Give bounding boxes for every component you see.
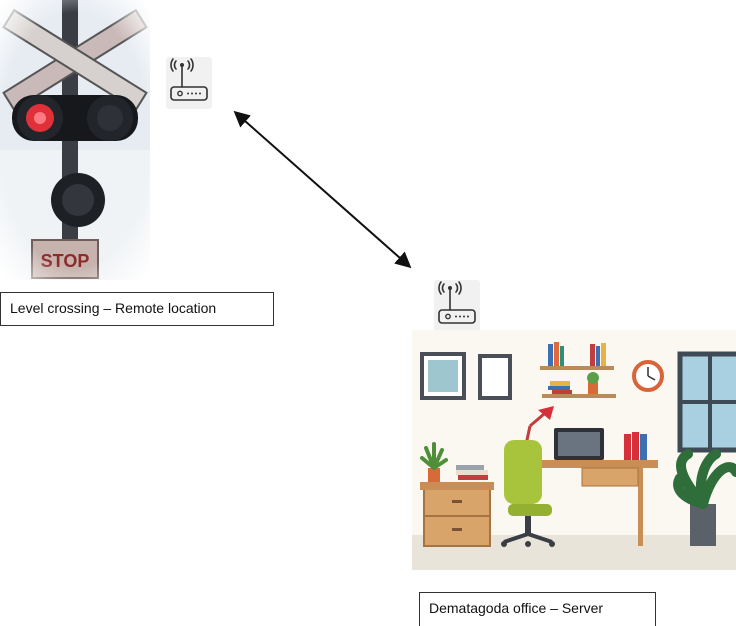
stop-sign-text: STOP (41, 251, 90, 271)
level-crossing-image: STOP (0, 0, 150, 280)
wifi-router-icon (434, 280, 480, 332)
remote-location-caption: Level crossing – Remote location (0, 292, 274, 326)
wifi-router-icon (166, 57, 212, 109)
server-caption: Dematagoda office – Server (419, 592, 656, 626)
office-image (412, 330, 736, 570)
